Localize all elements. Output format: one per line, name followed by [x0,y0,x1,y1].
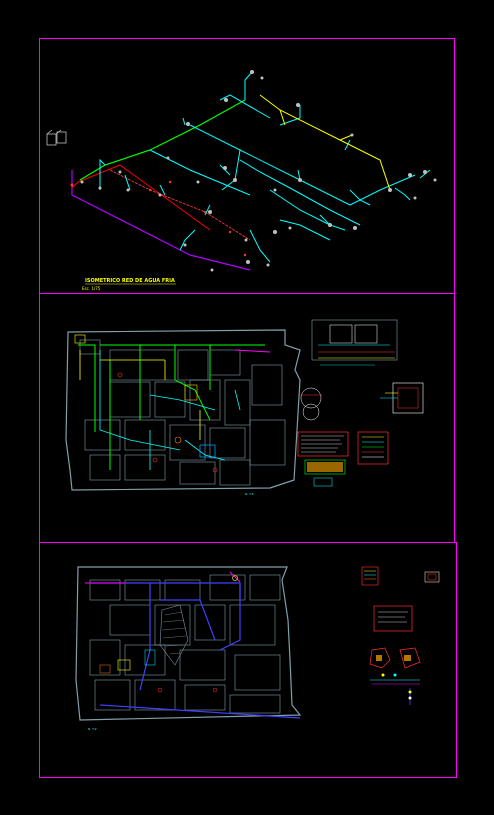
pipe-purple [71,170,251,271]
sheet-plan-2 [39,542,457,778]
hatch-lines [161,611,187,655]
plan2-label: N. T.P [88,727,97,731]
plan2-pipes-magenta [85,571,241,584]
hatched-area [159,604,189,666]
isometric-drawing: ISOMETRICO RED DE AGUA FRIA Esc. 1/75 [46,70,437,291]
detail-tank-elevation [311,319,398,366]
building-outline [65,329,301,491]
plan1-pipe-magenta [234,349,271,353]
isometric-scale: Esc. 1/75 [82,286,101,291]
plan1-pipes-green [78,344,265,470]
room-walls [79,339,286,486]
floor-plan-2: N. T.P [75,566,440,731]
room-walls-2 [89,574,281,714]
notes-table [297,431,349,457]
floor-plan-1: N. T.P [65,319,424,496]
plan2-fixtures [99,575,238,693]
plan1-pipes-yellow [79,350,201,440]
isometric-title: ISOMETRICO RED DE AGUA FRIA [85,278,175,284]
water-tank-icon [46,129,67,146]
plan2-fixture-details [369,647,421,705]
valve-markers-red [70,180,247,257]
plan2-legend-block [361,566,440,586]
plan2-pipes-blue [90,582,301,719]
pipe-cyan-network [99,71,431,263]
note-box-yellow [304,459,346,487]
legend-table [357,431,389,465]
detail-valve-box [380,382,424,414]
building-outline-2 [75,566,302,721]
detail-cistern [300,387,322,421]
fitting-markers [80,70,437,272]
pipe-red-2 [109,169,251,241]
plan1-label: N. T.P [245,492,254,496]
pipe-yellow [259,94,391,191]
plan2-notes-box [373,605,413,632]
plan1-fixtures [74,334,218,473]
pipe-red-1 [71,164,211,231]
plan1-pipes-cyan [99,350,241,470]
